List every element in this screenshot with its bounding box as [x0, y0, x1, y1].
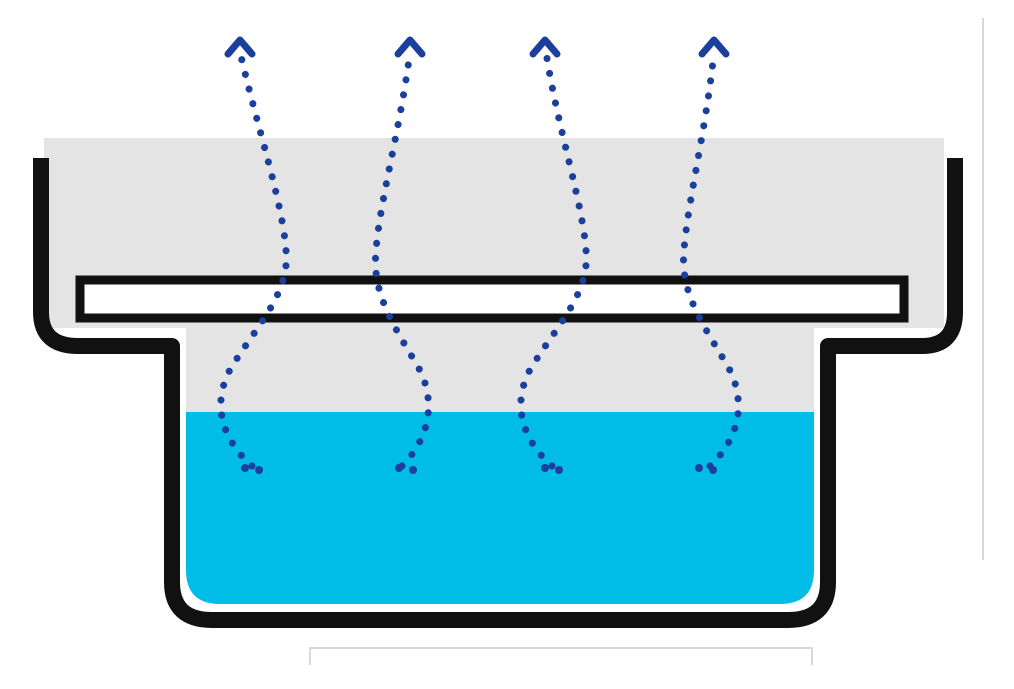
vapour-origin-dot	[709, 466, 717, 474]
chevron-up-icon	[398, 40, 422, 54]
chevron-up-icon	[228, 40, 252, 54]
vapour-origin-dot	[695, 464, 703, 472]
liquid	[186, 412, 814, 604]
vapour-origin-dot	[395, 464, 403, 472]
cup-headspace	[186, 320, 814, 420]
chevron-up-icon	[702, 40, 726, 54]
vapour-origin-dot	[541, 464, 549, 472]
chevron-up-icon	[533, 40, 557, 54]
membrane	[80, 280, 904, 318]
bottom-frame-line	[310, 648, 812, 665]
vapour-origin-dot	[255, 466, 263, 474]
vapour-origin-dot	[241, 464, 249, 472]
vapour-origin-dot	[409, 466, 417, 474]
vapour-origin-dot	[555, 466, 563, 474]
